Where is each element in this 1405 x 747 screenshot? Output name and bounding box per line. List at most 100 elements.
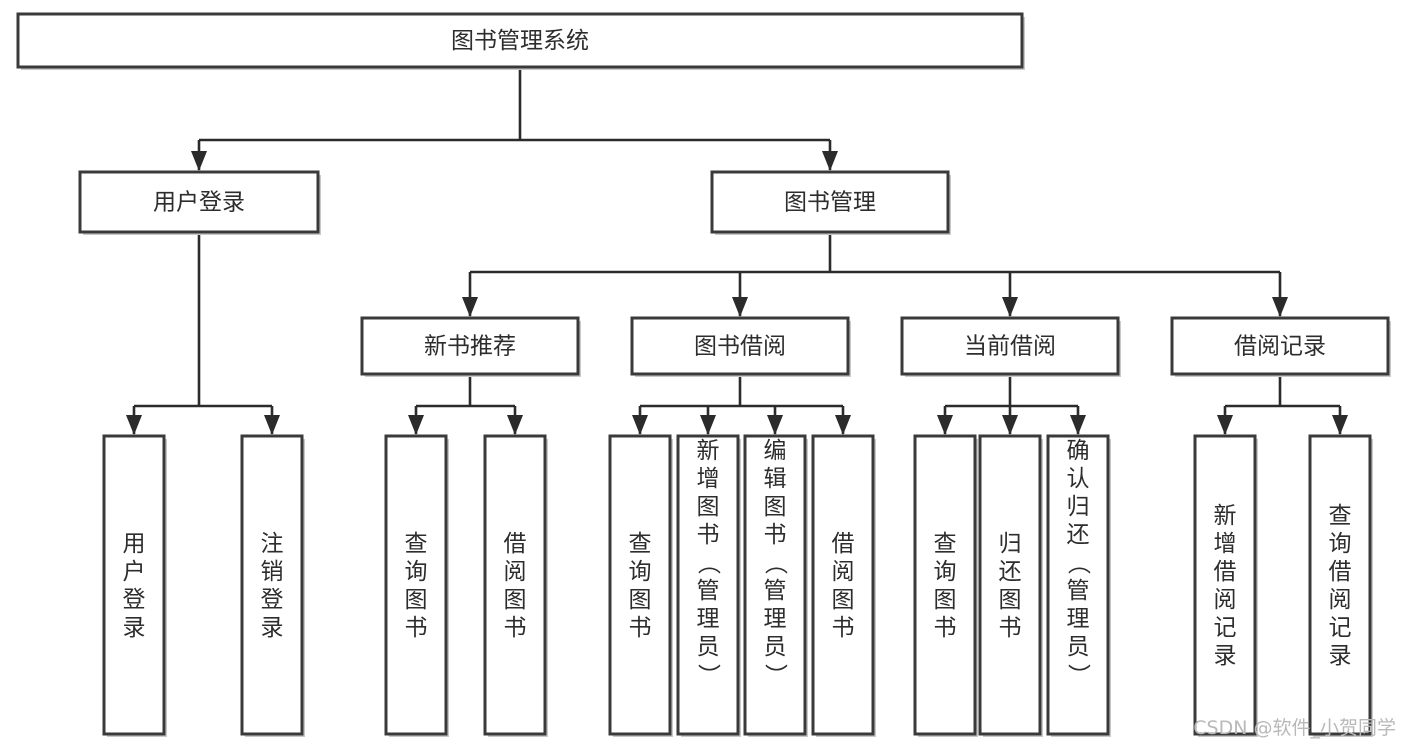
node-rect[interactable] [978,434,1042,736]
node-label-char: 阅 [504,559,527,585]
node-rect[interactable] [608,434,672,736]
node-label-char: 询 [934,559,957,585]
node-label-char: 书 [629,615,652,641]
node-label-char: 注 [261,531,284,557]
node-label-char: 增 [1214,531,1237,557]
node-label-char: 图 [405,587,428,613]
node-rect[interactable] [743,434,807,736]
node-rect[interactable] [78,170,320,234]
node-rect[interactable] [483,434,547,736]
arrow-head-icon [937,415,953,435]
arrow-head-icon [462,297,478,317]
node-rect[interactable] [1308,434,1372,736]
node-label-char: 员 [697,634,720,660]
arrow-head-icon [1332,415,1348,435]
node-label-char: 录 [1329,643,1352,669]
node-label-char: 图 [504,587,527,613]
connector-lines [126,67,1348,435]
node-label: 图书管理 [784,190,876,216]
node-label-char: 书 [764,522,787,548]
node-new-book-recommend[interactable]: 新书推荐 [360,316,581,377]
node-label-char: 询 [629,559,652,585]
node-rect[interactable] [102,434,166,736]
node-label-char: 户 [123,559,146,585]
node-label-char: （ [695,552,721,575]
node-rect[interactable] [1170,316,1390,376]
node-label-char: 借 [504,531,527,557]
arrow-head-icon [835,415,851,435]
node-label-char: 归 [1067,494,1090,520]
node-rect[interactable] [360,316,580,376]
node-label-char: 查 [1329,503,1352,529]
arrow-head-icon [1002,415,1018,435]
node-label-char: 销 [261,559,284,585]
node-borrow-record[interactable]: 借阅记录 [1170,316,1391,377]
node-label-char: 书 [697,522,720,548]
node-label-char: 图 [697,494,720,520]
node-label-char: 录 [123,615,146,641]
node-rect[interactable] [1193,434,1257,736]
node-label-char: 还 [1067,522,1090,548]
node-label-char: 认 [1067,466,1090,492]
arrow-head-icon [1002,297,1018,317]
node-rect[interactable] [676,434,740,736]
node-label-char: 理 [1067,606,1090,632]
node-label: 当前借阅 [964,334,1056,360]
node-label-char: 图 [764,494,787,520]
arrow-head-icon [264,415,280,435]
arrow-head-icon [1272,297,1288,317]
node-label-char: 确 [1067,438,1090,464]
node-boxes: 用户登录注销登录查询图书借阅图书查询图书新增图书（管理员）编辑图书（管理员）借阅… [16,12,1391,737]
node-leaf-user-login[interactable]: 用户登录 [102,434,167,737]
node-label-char: 书 [934,615,957,641]
node-label-char: 图 [999,587,1022,613]
node-rect[interactable] [900,316,1120,376]
arrow-head-icon [1217,415,1233,435]
node-user-login[interactable]: 用户登录 [78,170,321,235]
node-rect[interactable] [1046,434,1110,736]
node-rect[interactable] [811,434,875,736]
node-label-char: 登 [123,587,146,613]
node-label-char: （ [1065,552,1091,575]
node-label-char: 管 [1067,578,1090,604]
node-root[interactable]: 图书管理系统 [16,12,1025,70]
node-label: 图书管理系统 [451,28,589,54]
node-label-char: 书 [999,615,1022,641]
node-label-char: ） [695,664,721,687]
node-label-char: 记 [1214,615,1237,641]
node-rect[interactable] [913,434,977,736]
node-current-borrow[interactable]: 当前借阅 [900,316,1121,377]
node-label-char: 阅 [1329,587,1352,613]
node-label-char: 管 [697,578,720,604]
arrow-head-icon [732,297,748,317]
node-rect[interactable] [710,170,950,234]
node-book-borrow[interactable]: 图书借阅 [630,316,851,377]
node-label: 借阅记录 [1234,334,1326,360]
node-rect[interactable] [16,12,1024,69]
node-label-char: 阅 [832,559,855,585]
node-rect[interactable] [384,434,448,736]
node-rect[interactable] [240,434,304,736]
node-label-char: 书 [405,615,428,641]
node-label-char: 书 [504,615,527,641]
node-label-char: 图 [934,587,957,613]
node-book-management[interactable]: 图书管理 [710,170,951,235]
node-label-char: 编 [764,438,787,464]
node-rect[interactable] [630,316,850,376]
node-label-char: ） [1065,664,1091,687]
arrow-head-icon [1070,415,1086,435]
